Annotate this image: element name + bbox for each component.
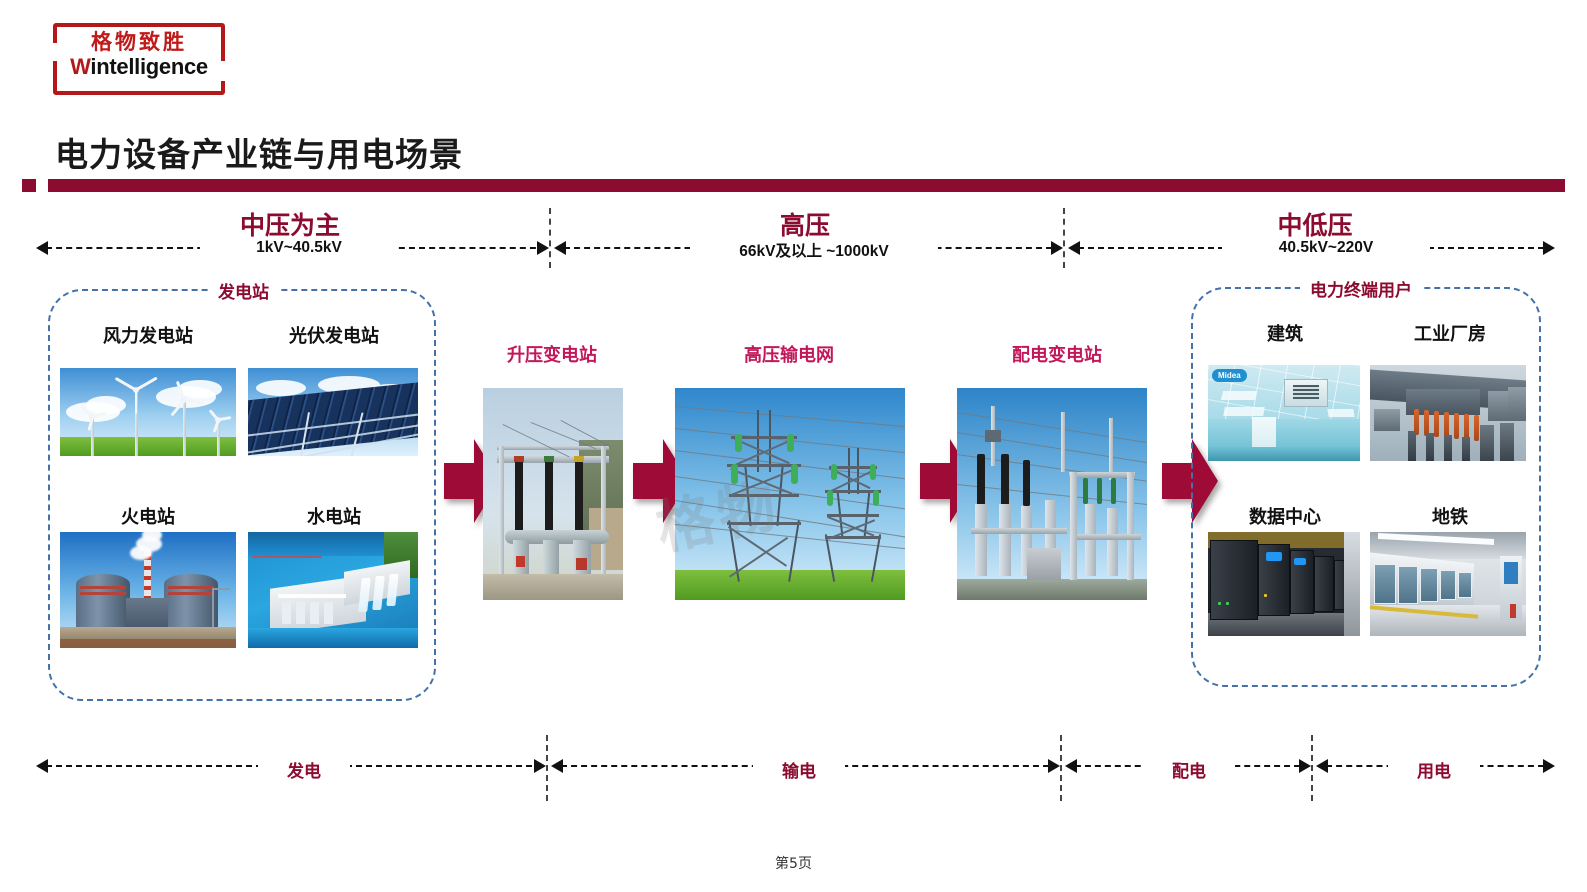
generation-group-title: 发电站 bbox=[208, 278, 279, 303]
chain-node-label-1: 高压输电网 bbox=[744, 345, 834, 366]
logo-chinese-text: 格物致胜 bbox=[91, 30, 187, 54]
consumer-group-title: 电力终端用户 bbox=[1300, 276, 1422, 301]
logo-stamp-border bbox=[53, 23, 225, 95]
voltage-divider-1 bbox=[549, 208, 551, 268]
logo-english-rest: intelligence bbox=[90, 54, 208, 79]
solar-farm-photo bbox=[248, 368, 418, 456]
building-interior-photo: Midea bbox=[1208, 365, 1360, 461]
chain-node-label-2: 配电变电站 bbox=[1012, 345, 1102, 366]
stage-divider-3 bbox=[1311, 735, 1313, 801]
step-up-substation-photo bbox=[483, 388, 623, 600]
stage-arrow-left-0 bbox=[36, 759, 48, 773]
title-divider-square bbox=[22, 179, 36, 192]
stage-arrow-right-2 bbox=[1299, 759, 1311, 773]
voltage-range-2: 40.5kV~220V bbox=[1222, 239, 1430, 257]
voltage-range-0: 1kV~40.5kV bbox=[200, 239, 398, 257]
consumer-item-label-3: 地铁 bbox=[1432, 507, 1468, 528]
generation-item-label-3: 水电站 bbox=[307, 507, 361, 528]
metro-station-photo bbox=[1370, 532, 1526, 636]
voltage-label-0: 中压为主 bbox=[239, 211, 340, 240]
voltage-arrow-left-2 bbox=[1068, 241, 1080, 255]
consumer-item-label-1: 工业厂房 bbox=[1414, 324, 1486, 345]
stage-arrow-right-3 bbox=[1543, 759, 1555, 773]
data-center-photo bbox=[1208, 532, 1360, 636]
wind-farm-photo bbox=[60, 368, 236, 456]
logo-english-text: Wintelligence bbox=[53, 54, 225, 80]
stage-label-0: 发电 bbox=[258, 757, 350, 782]
voltage-range-1: 66kV及以上 ~1000kV bbox=[690, 239, 938, 261]
page-title: 电力设备产业链与用电场景 bbox=[55, 135, 463, 174]
voltage-arrow-left-1 bbox=[554, 241, 566, 255]
stage-arrow-right-1 bbox=[1048, 759, 1060, 773]
distribution-substation-photo bbox=[957, 388, 1147, 600]
voltage-arrow-right-0 bbox=[537, 241, 549, 255]
consumer-item-label-2: 数据中心 bbox=[1249, 507, 1321, 528]
voltage-arrow-right-2 bbox=[1543, 241, 1555, 255]
company-logo: 格物致胜 Wintelligence bbox=[53, 23, 225, 95]
stage-arrow-left-2 bbox=[1065, 759, 1077, 773]
stage-divider-1 bbox=[546, 735, 548, 801]
stage-arrow-right-0 bbox=[534, 759, 546, 773]
stage-divider-2 bbox=[1060, 735, 1062, 801]
transmission-tower-photo bbox=[675, 388, 905, 600]
voltage-label-1: 高压 bbox=[779, 211, 830, 240]
thermal-plant-photo bbox=[60, 532, 236, 648]
title-divider-bar bbox=[48, 179, 1565, 192]
flow-arrow-4 bbox=[1162, 439, 1218, 523]
generation-item-label-1: 光伏发电站 bbox=[289, 326, 379, 347]
stage-label-3: 用电 bbox=[1388, 757, 1480, 782]
industrial-plant-photo bbox=[1370, 365, 1526, 461]
stage-label-2: 配电 bbox=[1143, 757, 1235, 782]
generation-item-label-2: 火电站 bbox=[121, 507, 175, 528]
ceiling-ac-unit bbox=[1284, 379, 1328, 407]
stage-band: 发电 输电 配电 用电 bbox=[0, 735, 1587, 805]
stage-label-1: 输电 bbox=[753, 757, 845, 782]
voltage-arrow-right-1 bbox=[1051, 241, 1063, 255]
voltage-divider-2 bbox=[1063, 208, 1065, 268]
voltage-label-2: 中低压 bbox=[1277, 211, 1353, 240]
title-divider bbox=[22, 179, 1565, 192]
stage-arrow-left-3 bbox=[1316, 759, 1328, 773]
voltage-arrow-left-0 bbox=[36, 241, 48, 255]
consumer-item-label-0: 建筑 bbox=[1267, 324, 1303, 345]
generation-item-label-0: 风力发电站 bbox=[103, 326, 193, 347]
midea-brand-badge: Midea bbox=[1212, 369, 1247, 382]
chain-node-label-0: 升压变电站 bbox=[507, 345, 597, 366]
page-number: 第5页 bbox=[775, 856, 812, 872]
logo-english-initial: W bbox=[70, 54, 91, 79]
voltage-band: 中压为主 1kV~40.5kV 高压 66kV及以上 ~1000kV 中低压 4… bbox=[0, 198, 1587, 268]
stage-arrow-left-1 bbox=[551, 759, 563, 773]
hydro-dam-photo bbox=[248, 532, 418, 648]
